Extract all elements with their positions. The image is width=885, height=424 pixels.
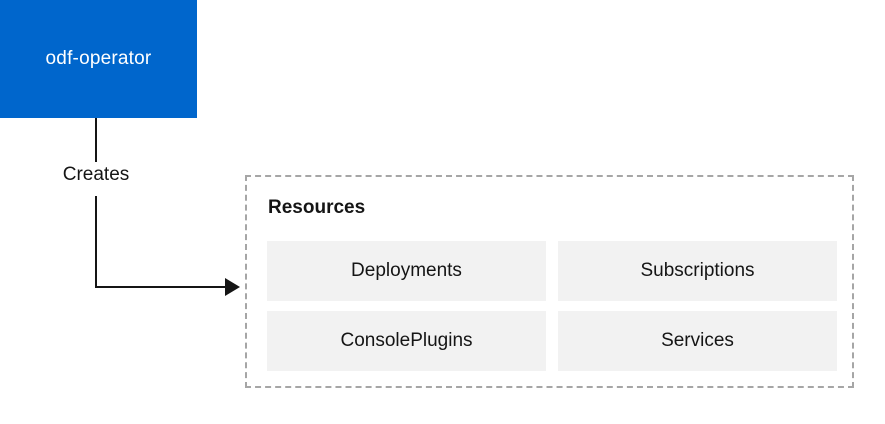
resources-container: Resources Deployments Subscriptions Cons…: [245, 175, 854, 388]
arrow-vertical-line-top: [95, 118, 97, 162]
operator-box-label: odf-operator: [45, 48, 152, 69]
arrow-vertical-line-bottom: [95, 196, 97, 288]
resource-item-deployments: Deployments: [267, 241, 546, 301]
arrowhead-icon: [225, 278, 240, 296]
resources-grid: Deployments Subscriptions ConsolePlugins…: [267, 241, 837, 371]
resource-item-subscriptions: Subscriptions: [558, 241, 837, 301]
resources-title: Resources: [268, 197, 366, 218]
operator-box: odf-operator: [0, 0, 197, 118]
arrow-horizontal-line: [95, 286, 226, 288]
resource-item-consoleplugins: ConsolePlugins: [267, 311, 546, 371]
arrow-label: Creates: [62, 164, 130, 185]
resource-item-services: Services: [558, 311, 837, 371]
